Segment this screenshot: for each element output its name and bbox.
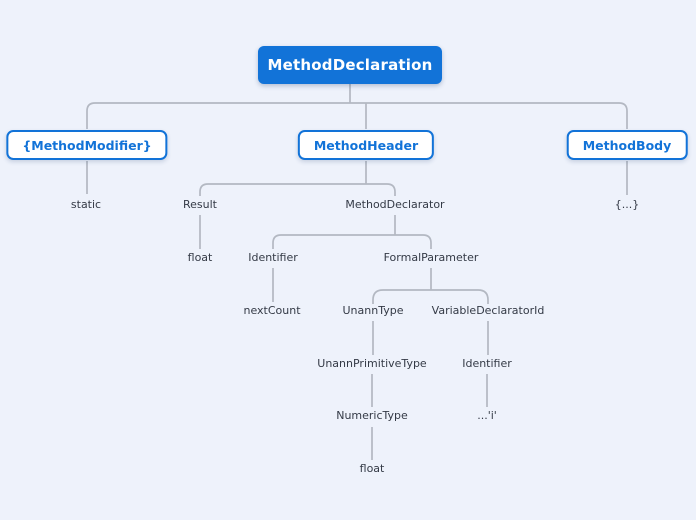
edge-unanntype-chain (371, 321, 374, 460)
node-numeric-type-float: float (359, 462, 385, 475)
edge-formalparam-to-children (372, 268, 489, 304)
node-declarator-identifier: Identifier (248, 251, 298, 264)
node-unann-primitive-type: UnannPrimitiveType (317, 357, 427, 370)
edge-header-to-children (199, 161, 396, 196)
node-method-header: MethodHeader (297, 130, 435, 160)
node-result-float: float (187, 251, 213, 264)
node-formal-parameter: FormalParameter (383, 251, 479, 264)
node-body-braces: {...} (614, 198, 640, 211)
node-method-declarator: MethodDeclarator (345, 198, 445, 211)
node-method-body: MethodBody (566, 130, 688, 160)
edge-root-to-level2 (86, 84, 628, 129)
node-unann-type: UnannType (342, 304, 404, 317)
node-method-declaration: MethodDeclaration (258, 46, 442, 84)
node-method-modifier: {MethodModifier} (6, 130, 168, 160)
node-variable-declarator-id: VariableDeclaratorId (431, 304, 545, 317)
edge-declarator-to-children (272, 215, 432, 249)
edge-vdi-chain (486, 321, 489, 407)
node-identifier-i: ...'i' (477, 409, 497, 422)
node-next-count: nextCount (243, 304, 301, 317)
node-numeric-type: NumericType (336, 409, 408, 422)
node-vdi-identifier: Identifier (462, 357, 512, 370)
node-result: Result (183, 198, 217, 211)
node-static: static (70, 198, 102, 211)
